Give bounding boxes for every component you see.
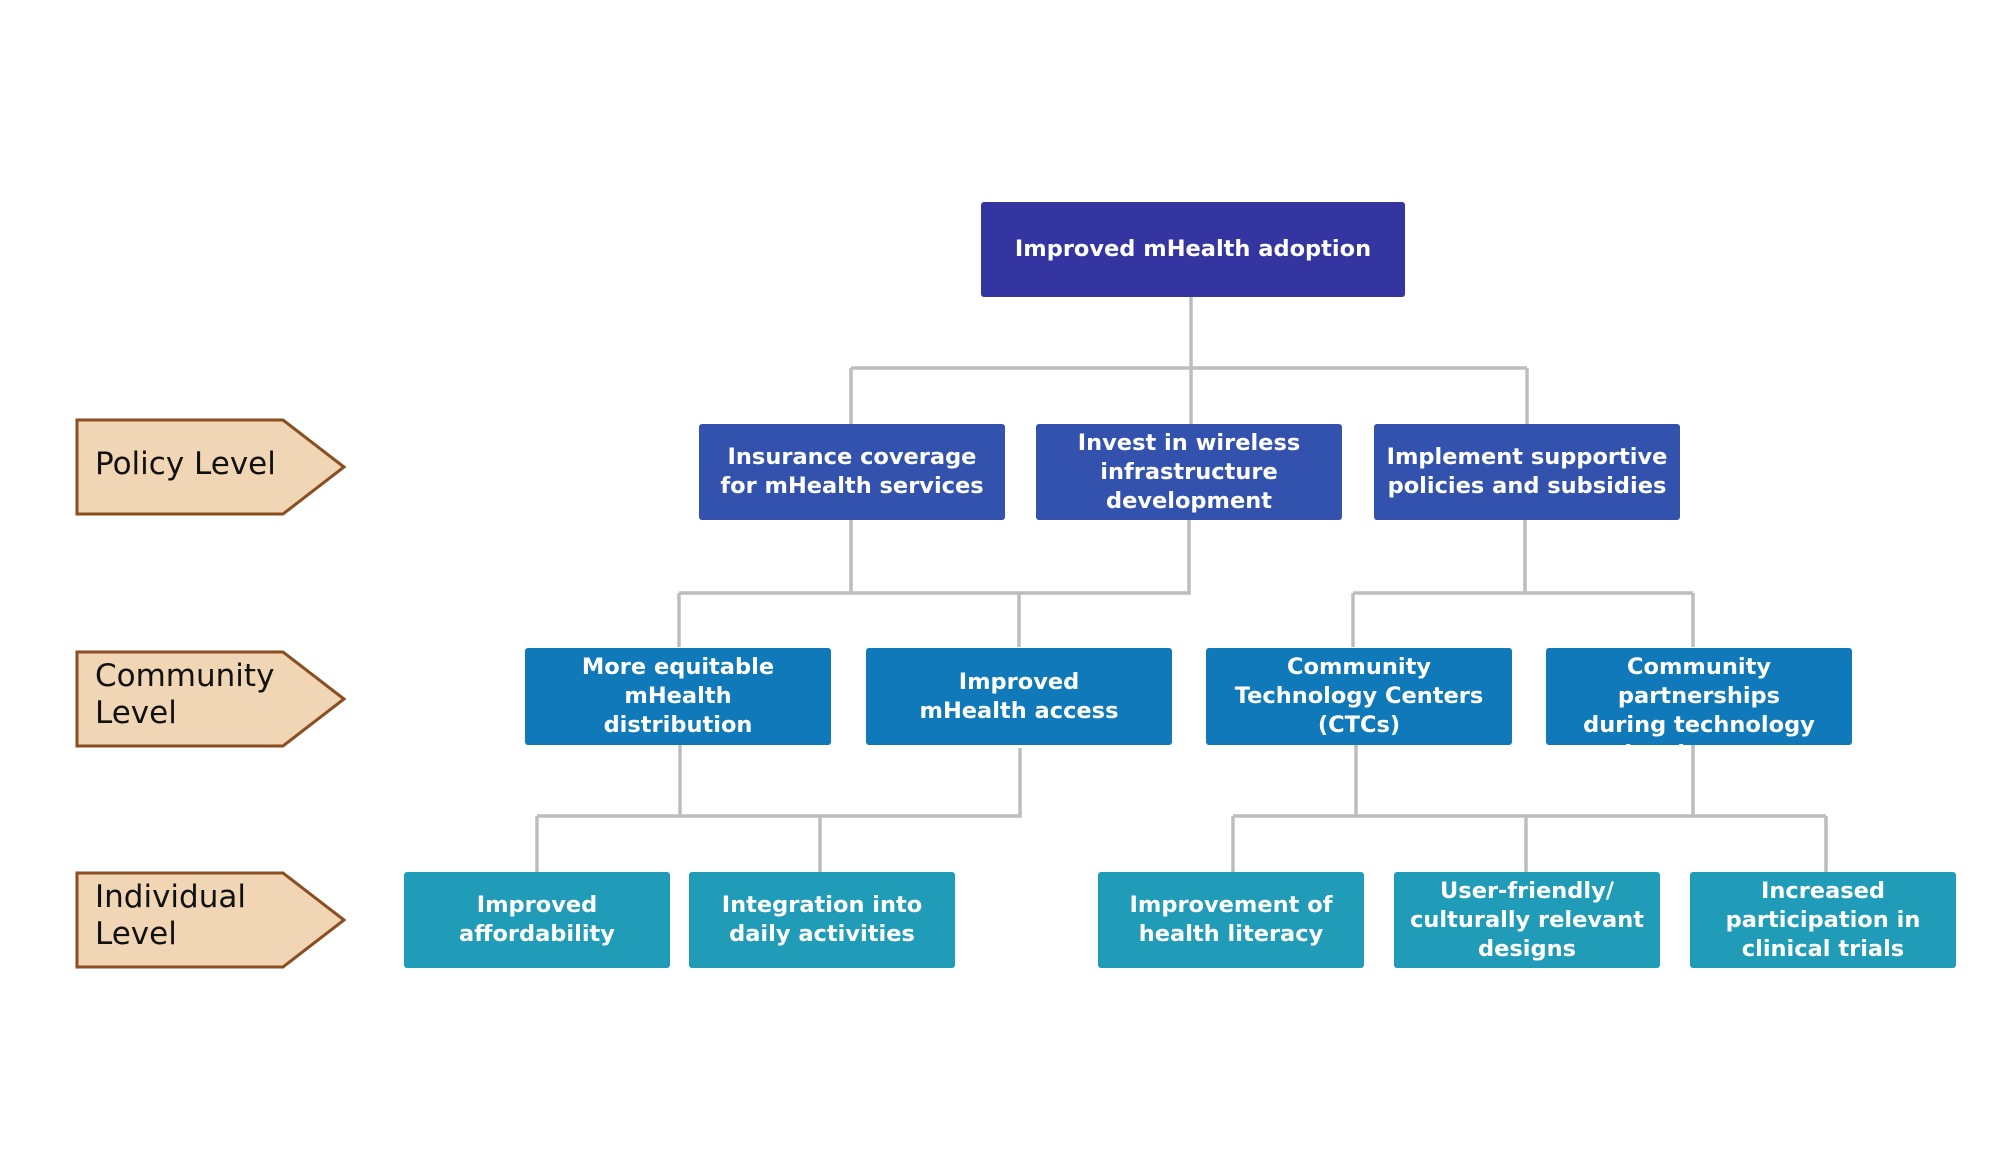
connector-policy-community-right — [1351, 520, 1695, 647]
connector-policy-community-left — [677, 520, 1191, 647]
individual-label-trials: Increased participation in clinical tria… — [1725, 877, 1921, 962]
individual-node-affordability: Improved affordability — [404, 872, 670, 968]
level-arrow-shape — [75, 650, 347, 748]
individual-node-user-friendly: User-friendly/ culturally relevant desig… — [1394, 872, 1660, 968]
level-label-policy: Policy Level — [95, 446, 276, 482]
level-label-individual: Individual Level — [95, 879, 246, 952]
connector-goal-policy — [849, 297, 1529, 424]
individual-label-affordability: Improved affordability — [459, 892, 615, 947]
individual-node-integration: Integration into daily activities — [689, 872, 955, 968]
community-node-partnerships: Community partnerships during technology… — [1546, 648, 1852, 745]
level-arrow-shape — [75, 418, 347, 516]
level-arrow-shape — [75, 871, 347, 969]
connector-community-individual-right — [1231, 745, 1828, 872]
policy-node-wireless: Invest in wireless infrastructure develo… — [1036, 424, 1342, 520]
community-label-partnerships: Community partnerships during technology… — [1583, 654, 1815, 745]
goal-label: Improved mHealth adoption — [1014, 236, 1372, 262]
individual-node-trials: Increased participation in clinical tria… — [1690, 872, 1956, 968]
individual-node-literacy: Improvement of health literacy — [1098, 872, 1364, 968]
policy-label-supportive: Implement supportive policies and subsid… — [1386, 444, 1668, 499]
individual-label-literacy: Improvement of health literacy — [1129, 892, 1333, 947]
community-node-equitable: More equitable mHealth distribution — [525, 648, 831, 745]
policy-label-wireless: Invest in wireless infrastructure develo… — [1077, 429, 1301, 514]
level-marker-community: Community Level — [75, 650, 347, 748]
level-marker-policy: Policy Level — [75, 418, 347, 516]
community-label-ctc: Community Technology Centers (CTCs) — [1234, 654, 1484, 738]
individual-label-user-friendly: User-friendly/ culturally relevant desig… — [1410, 877, 1644, 962]
policy-label-insurance: Insurance coverage for mHealth services — [720, 444, 984, 499]
policy-node-insurance: Insurance coverage for mHealth services — [699, 424, 1005, 520]
community-node-ctc: Community Technology Centers (CTCs) — [1206, 648, 1512, 745]
individual-label-integration: Integration into daily activities — [721, 892, 923, 947]
connector-community-individual-left — [535, 745, 1022, 872]
community-node-access: Improved mHealth access — [866, 648, 1172, 745]
policy-node-supportive: Implement supportive policies and subsid… — [1374, 424, 1680, 520]
level-label-community: Community Level — [95, 658, 275, 731]
community-label-access: Improved mHealth access — [919, 668, 1119, 724]
community-label-equitable: More equitable mHealth distribution — [581, 654, 775, 738]
level-marker-individual: Individual Level — [75, 871, 347, 969]
goal-node: Improved mHealth adoption — [981, 202, 1405, 297]
